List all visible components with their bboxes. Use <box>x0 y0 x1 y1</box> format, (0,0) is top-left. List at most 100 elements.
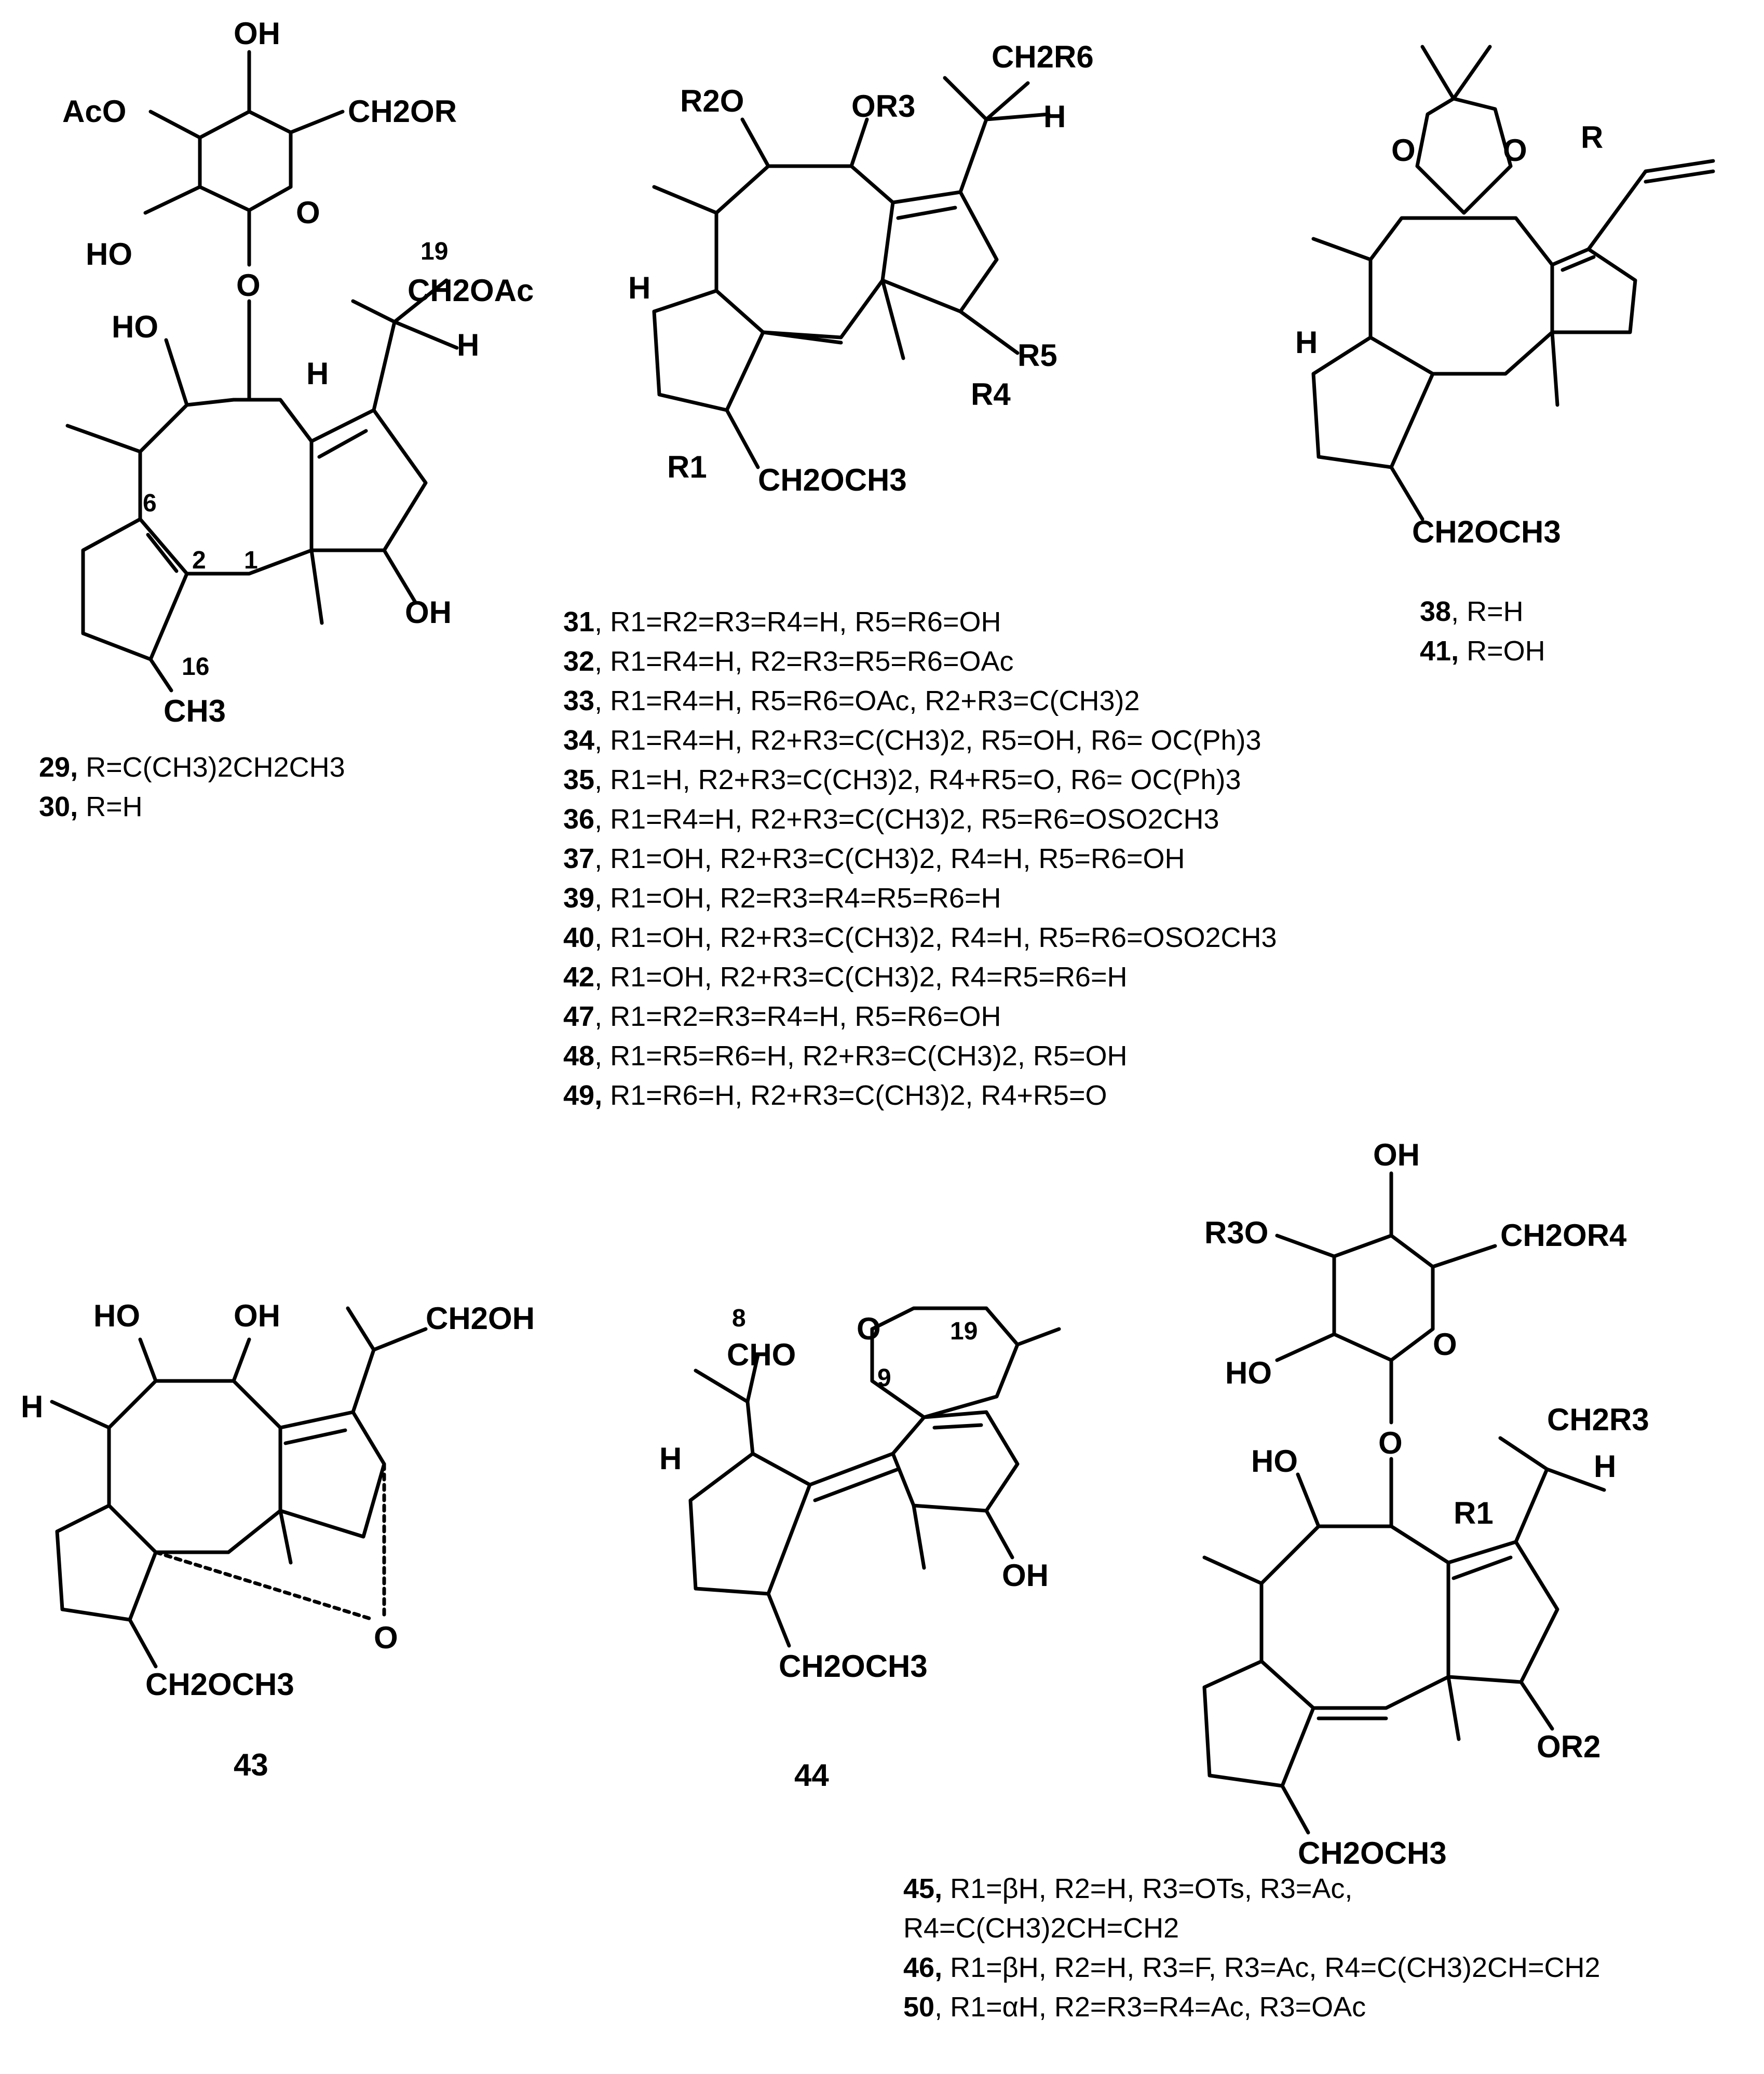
atom-label: HO <box>93 1298 140 1333</box>
atom-label: CH3 <box>164 694 226 728</box>
atom-label: OH <box>405 595 452 630</box>
atom-label: R2O <box>680 84 744 118</box>
atom-label: 6 <box>143 490 157 517</box>
structure-44 <box>688 1306 1061 1648</box>
atom-label: H <box>659 1441 682 1476</box>
substituent-text: , R1=R4=H, R2+R3=C(CH3)2, R5=R6=OSO2CH3 <box>594 804 1219 835</box>
substituent-text: , R1=OH, R2+R3=C(CH3)2, R4=H, R5=R6=OSO2… <box>594 922 1277 953</box>
atom-label: HO <box>1251 1444 1298 1479</box>
atom-label: CH2OCH3 <box>758 463 907 497</box>
compound-id: 33 <box>563 685 595 716</box>
substituent-text: , R1=OH, R2=R3=R4=R5=R6=H <box>594 883 1001 914</box>
structure-45-atom-labels: OH R3O CH2OR4 HO O O CH2R3 H HO R1 OR2 C… <box>1204 1137 1649 1870</box>
compound-id: 34 <box>563 725 595 756</box>
atom-label: H <box>628 270 650 305</box>
compound-id: 31 <box>563 606 595 638</box>
legend-38-41: 38, R=H 41, R=OH <box>1420 592 1545 671</box>
compound-id: 35 <box>563 764 595 795</box>
atom-label: CHO <box>727 1337 796 1372</box>
substituent-text: , R1=R4=H, R2+R3=C(CH3)2, R5=OH, R6= OC(… <box>594 725 1261 756</box>
legend-row: R4=C(CH3)2CH=CH2 <box>903 1908 1600 1948</box>
compound-id: 37 <box>563 843 595 874</box>
structure-31-series <box>652 76 1051 469</box>
atom-label: CH2OR4 <box>1500 1218 1627 1253</box>
structure-29-atom-labels: OH AcO CH2OR O HO O 19 CH2OAc H HO H 6 2… <box>62 16 534 728</box>
legend-row: 46, R1=βH, R2=H, R3=F, R3=Ac, R4=C(CH3)2… <box>903 1948 1600 1987</box>
atom-label: H <box>306 356 329 391</box>
compound-number-43: 43 <box>234 1747 268 1782</box>
atom-label: H <box>1043 99 1066 134</box>
atom-label: H <box>1594 1449 1616 1484</box>
atom-label: OR2 <box>1537 1729 1600 1764</box>
atom-label: O <box>296 195 320 230</box>
structure-31-atom-labels: CH2R6 R2O OR3 H H R5 R4 R1 CH2OCH3 <box>628 39 1094 497</box>
compound-id: 47 <box>563 1001 595 1032</box>
substituent-text: , R1=R2=R3=R4=H, R5=R6=OH <box>594 1001 1001 1032</box>
atom-label: R3O <box>1204 1215 1268 1250</box>
atom-label: H <box>457 328 479 362</box>
atom-label: CH2OCH3 <box>1412 514 1561 549</box>
compound-id: 45, <box>903 1873 943 1904</box>
structure-45-46-50 <box>1202 1171 1606 1835</box>
legend-row: 48, R1=R5=R6=H, R2+R3=C(CH3)2, R5=OH <box>563 1036 1277 1076</box>
compound-number-44: 44 <box>794 1758 829 1793</box>
legend-row: 39, R1=OH, R2=R3=R4=R5=R6=H <box>563 878 1277 918</box>
atom-label: OH <box>1373 1137 1420 1172</box>
substituent-text: , R1=R2=R3=R4=H, R5=R6=OH <box>594 606 1001 638</box>
compound-id: 32 <box>563 646 595 677</box>
atom-label: R <box>1581 120 1603 155</box>
substituent-text: , R1=R5=R6=H, R2+R3=C(CH3)2, R5=OH <box>594 1040 1128 1072</box>
atom-label: 8 <box>732 1305 746 1332</box>
legend-29-30: 29, R=C(CH3)2CH2CH3 30, R=H <box>39 748 345 826</box>
atom-label: R5 <box>1017 338 1057 373</box>
atom-label: R1 <box>1454 1496 1494 1530</box>
compound-id: 40 <box>563 922 595 953</box>
legend-45-46-50: 45, R1=βH, R2=H, R3=OTs, R3=Ac, R4=C(CH3… <box>903 1869 1600 2027</box>
atom-label: AcO <box>62 94 126 129</box>
legend-row: 35, R1=H, R2+R3=C(CH3)2, R4+R5=O, R6= OC… <box>563 760 1277 799</box>
atom-label: O <box>1378 1426 1403 1460</box>
legend-row: 41, R=OH <box>1420 631 1545 671</box>
substituent-text: , R1=OH, R2+R3=C(CH3)2, R4=H, R5=R6=OH <box>594 843 1185 874</box>
substituent-text: , R=H <box>1451 596 1524 627</box>
compound-id: 39 <box>563 883 595 914</box>
structure-29-30 <box>65 50 459 693</box>
atom-label: 16 <box>182 653 209 681</box>
compound-id: 50 <box>903 1991 935 2023</box>
legend-row: 37, R1=OH, R2+R3=C(CH3)2, R4=H, R5=R6=OH <box>563 839 1277 878</box>
compound-id: 36 <box>563 804 595 835</box>
substituent-text: , R1=OH, R2+R3=C(CH3)2, R4=R5=R6=H <box>594 961 1128 993</box>
legend-row: 49, R1=R6=H, R2+R3=C(CH3)2, R4+R5=O <box>563 1076 1277 1115</box>
atom-label: OR3 <box>851 89 915 124</box>
compound-id: 41, <box>1420 635 1459 667</box>
legend-row: 31, R1=R2=R3=R4=H, R5=R6=OH <box>563 602 1277 642</box>
atom-label: O <box>1503 133 1527 168</box>
atom-label: 9 <box>877 1364 891 1392</box>
substituent-text: , R1=R4=H, R2=R3=R5=R6=OAc <box>594 646 1014 677</box>
substituent-text: R=H <box>78 791 143 822</box>
legend-row: 42, R1=OH, R2+R3=C(CH3)2, R4=R5=R6=H <box>563 957 1277 997</box>
atom-label: R4 <box>971 377 1011 412</box>
legend-row: 45, R1=βH, R2=H, R3=OTs, R3=Ac, <box>903 1869 1600 1908</box>
structure-44-atom-labels: 8 CHO O 19 9 H OH CH2OCH3 <box>659 1305 1049 1684</box>
compound-id: 49, <box>563 1080 603 1111</box>
legend-row: 34, R1=R4=H, R2+R3=C(CH3)2, R5=OH, R6= O… <box>563 721 1277 760</box>
substituent-text: R=OH <box>1459 635 1545 667</box>
structure-38-41 <box>1311 45 1715 521</box>
atom-label: O <box>374 1620 398 1655</box>
atom-label: H <box>21 1389 43 1424</box>
compound-id: 46, <box>903 1952 943 1983</box>
atom-label: CH2R3 <box>1547 1402 1649 1437</box>
atom-label: H <box>1295 325 1318 360</box>
structure-43 <box>50 1306 428 1669</box>
substituent-text: R1=R6=H, R2+R3=C(CH3)2, R4+R5=O <box>602 1080 1107 1111</box>
atom-label: OH <box>234 1298 280 1333</box>
substituent-text: , R1=αH, R2=R3=R4=Ac, R3=OAc <box>934 1991 1366 2023</box>
atom-label: O <box>236 268 261 303</box>
atom-label: HO <box>86 237 132 272</box>
legend-row: 38, R=H <box>1420 592 1545 631</box>
substituent-text: R4=C(CH3)2CH=CH2 <box>903 1913 1179 1944</box>
structure-38-atom-labels: O O R H CH2OCH3 <box>1295 120 1603 549</box>
atom-label: O <box>1391 133 1416 168</box>
